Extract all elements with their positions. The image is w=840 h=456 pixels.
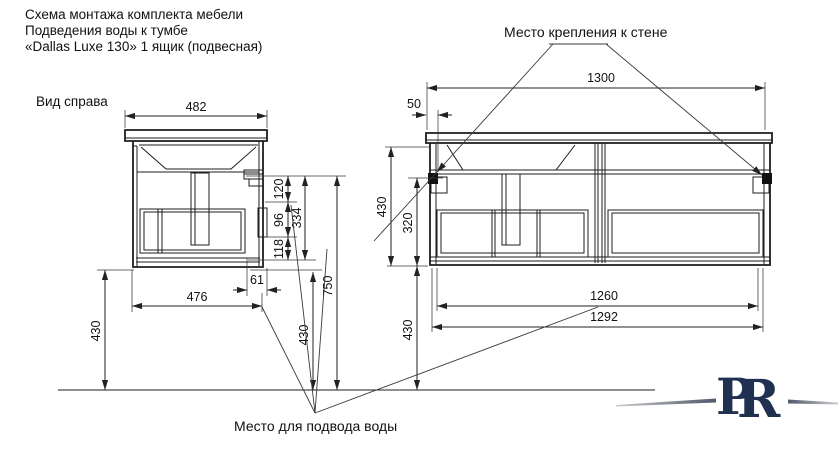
dim-430-floor: 430 [401,320,415,341]
brand-logo: P R [616,367,838,430]
dim-476: 476 [187,290,208,304]
dim-50: 50 [407,97,421,111]
dim-1260: 1260 [590,289,618,303]
wall-mount-label: Место крепления к стене [504,24,668,40]
dim-96: 96 [272,213,286,227]
dim-1300: 1300 [587,71,615,85]
front-view-drawing [425,132,773,266]
dim-320: 320 [401,213,415,234]
title-line-3: «Dallas Luxe 130» 1 ящик (подвесная) [25,39,262,54]
wall-bracket-right [752,176,770,194]
front-view-dimensions: 1300 50 430 320 430 1260 1292 [375,71,766,390]
wall-bracket-left [430,176,448,194]
side-view-drawing [124,129,268,268]
dim-430-front: 430 [89,321,103,342]
dim-750: 750 [321,276,335,297]
dim-61: 61 [250,273,264,287]
wall-bracket-right-pin [762,173,772,184]
dim-482: 482 [186,100,207,114]
title-line-1: Схема монтажа комплекта мебели [25,7,243,22]
logo-letter-r: R [737,369,781,430]
logo-swoosh-right [788,399,838,405]
dim-430-drain: 430 [297,325,311,346]
dim-120: 120 [272,179,286,200]
side-view-label: Вид справа [36,94,108,109]
logo-letter-p: P [716,367,754,426]
wall-mount-annotation: Место крепления к стене [373,24,763,242]
dim-1292: 1292 [590,310,618,324]
dim-430-side: 430 [375,197,389,218]
title-line-2: Подведения воды к тумбе [25,23,188,38]
dim-118: 118 [272,239,286,259]
water-supply-label: Место для подвода воды [234,418,397,434]
logo-swoosh-left [616,398,716,407]
water-supply-annotation: Место для подвода воды [234,204,599,434]
wall-bracket-left-pin [428,173,438,184]
side-view-dimensions: 482 120 96 118 334 750 430 430 61 476 [89,100,346,390]
title-block: Схема монтажа комплекта мебели Подведени… [25,7,262,54]
